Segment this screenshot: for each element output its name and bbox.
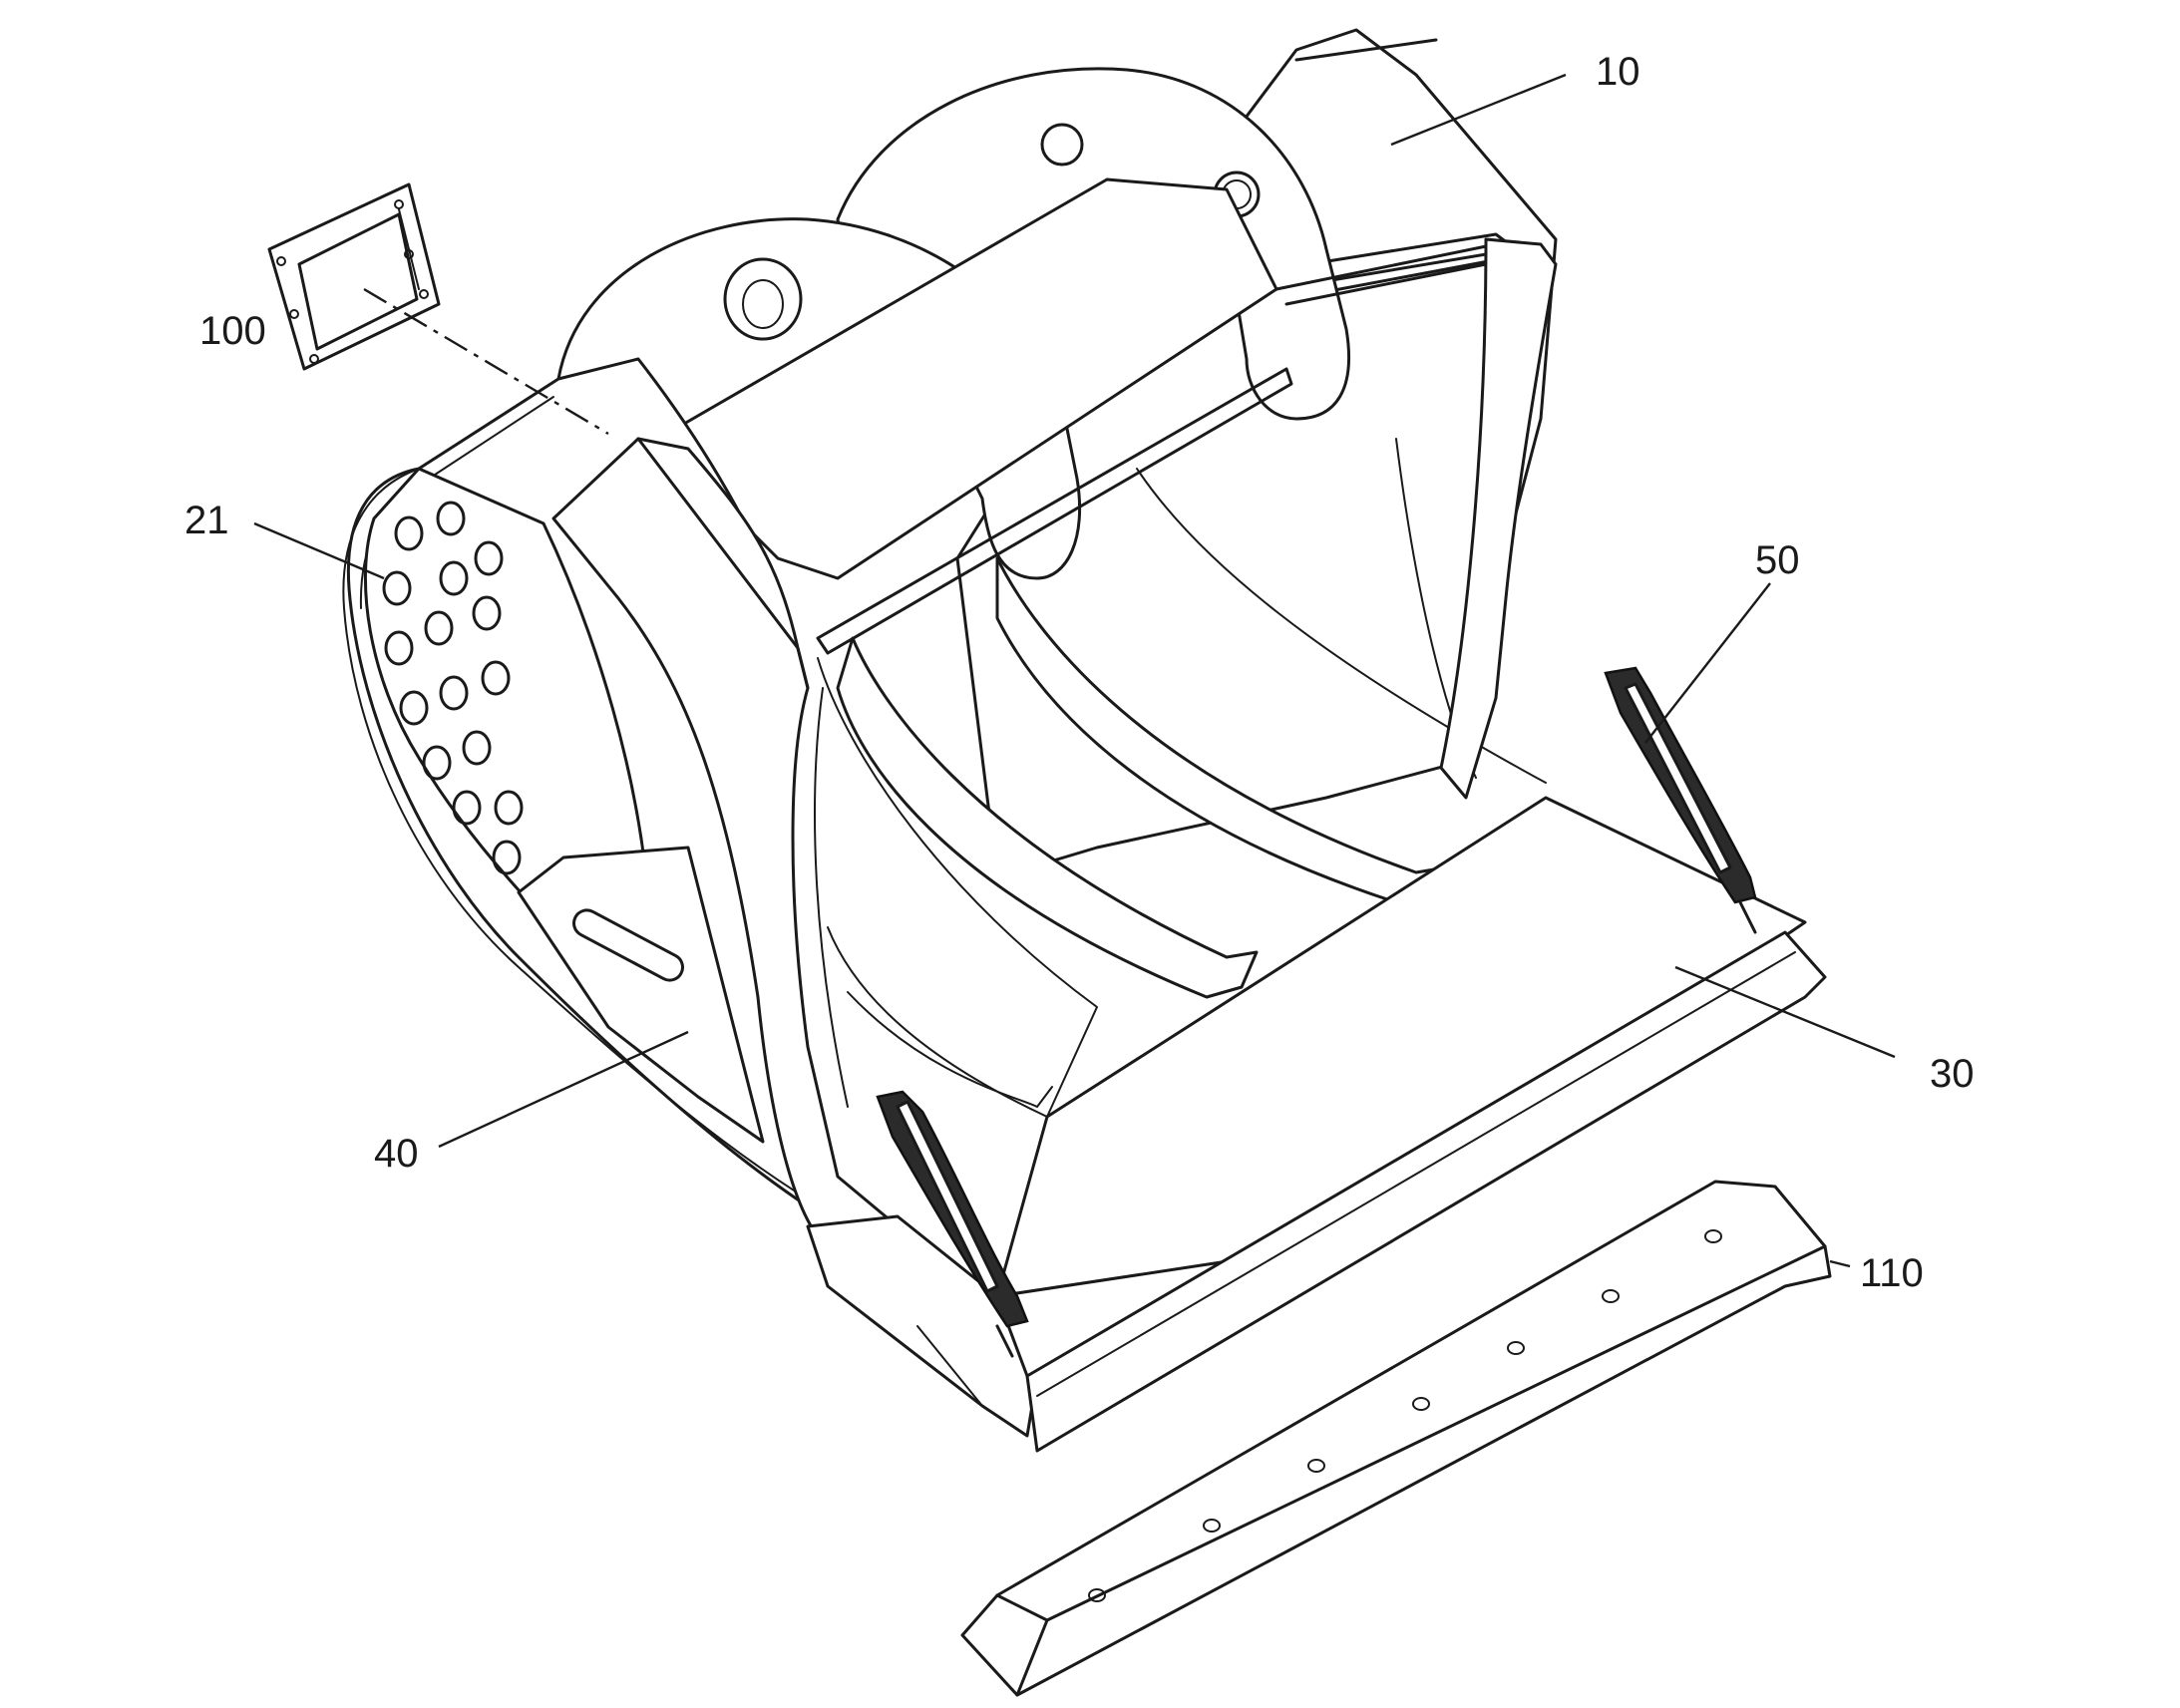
perforation-holes	[382, 501, 524, 875]
cutting-edge	[960, 1180, 1832, 1697]
label-110: 110	[1860, 1251, 1924, 1295]
bottom-plate	[806, 796, 1827, 1453]
label-10: 10	[1596, 50, 1640, 94]
side-wear-plate	[517, 846, 765, 1144]
adapter-right	[1604, 666, 1757, 934]
cross-member	[656, 177, 1503, 655]
label-50: 50	[1755, 538, 1800, 582]
label-40: 40	[374, 1132, 419, 1176]
bolt-holes	[1088, 1229, 1722, 1602]
left-side-plate	[551, 437, 900, 1268]
label-21: 21	[184, 499, 229, 542]
plate-component	[267, 182, 609, 436]
label-30: 30	[1930, 1052, 1975, 1096]
adapter-left	[876, 1090, 1029, 1358]
label-100: 100	[199, 309, 266, 353]
right-side-plate	[1439, 237, 1558, 800]
leader-lines	[253, 73, 1896, 1268]
